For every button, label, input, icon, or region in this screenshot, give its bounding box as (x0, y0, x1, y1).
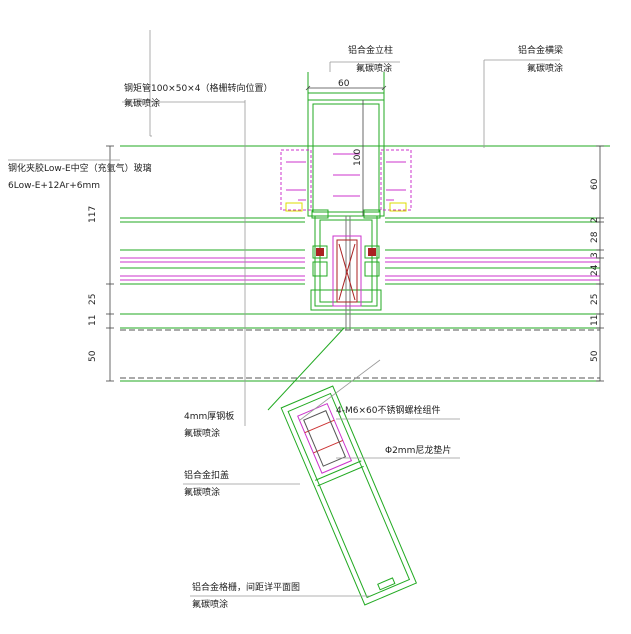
dim-left-25: 25 (88, 294, 98, 305)
label-transom: 铝合金横梁 (518, 44, 563, 56)
dim-right-3: 3 (590, 252, 600, 258)
label-steel-tube: 钢矩管100×50×4（格栅转向位置） (124, 82, 272, 94)
grille-fin (280, 385, 418, 606)
label-steel-tube-coat: 氟碳喷涂 (124, 97, 160, 109)
wall-lines (120, 145, 610, 382)
dim-mullion-depth: 100 (353, 149, 363, 166)
label-cover: 铝合金扣盖 (184, 469, 229, 481)
dim-right-50: 50 (590, 350, 600, 362)
gaskets (285, 202, 407, 212)
label-bolt: 4-M6×60不锈钢螺栓组件 (336, 404, 440, 416)
dim-right-24: 24 (590, 264, 600, 276)
annotations: 铝合金立柱 氟碳喷涂 铝合金横梁 氟碳喷涂 钢矩管100×50×4（格栅转向位置… (8, 44, 563, 610)
glazing-blocks (311, 209, 381, 307)
label-grille-coat: 氟碳喷涂 (192, 598, 228, 610)
dimension-texts: 60 100 117 25 11 50 60 2 28 3 24 25 11 5… (88, 79, 600, 362)
dim-left-117: 117 (88, 206, 98, 223)
label-mullion-coat: 氟碳喷涂 (356, 62, 392, 74)
label-nylon: Φ2mm尼龙垫片 (385, 444, 451, 456)
label-cover-coat: 氟碳喷涂 (184, 486, 220, 498)
leader-lines (8, 30, 560, 597)
label-glass-spec: 6Low-E+12Ar+6mm (8, 181, 100, 191)
label-mullion: 铝合金立柱 (348, 44, 393, 56)
dim-top-width: 60 (338, 79, 350, 89)
dim-left-50: 50 (88, 350, 98, 362)
label-plate: 4mm厚钢板 (184, 410, 234, 422)
label-transom-coat: 氟碳喷涂 (527, 62, 563, 74)
label-glass: 钢化夹胶Low-E中空（充氩气）玻璃 (8, 162, 152, 174)
dim-right-25: 25 (590, 294, 600, 305)
dim-right-28: 28 (590, 231, 600, 243)
anchor-brackets (280, 149, 412, 211)
label-grille: 铝合金格栅，间距详平面图 (192, 581, 300, 593)
mullion-profile (307, 72, 385, 330)
dim-right-60: 60 (590, 178, 600, 190)
dimension-lines (106, 85, 604, 382)
dim-left-11: 11 (88, 315, 98, 326)
dim-right-11: 11 (590, 315, 600, 326)
dim-right-2: 2 (590, 217, 600, 223)
label-plate-coat: 氟碳喷涂 (184, 427, 220, 439)
